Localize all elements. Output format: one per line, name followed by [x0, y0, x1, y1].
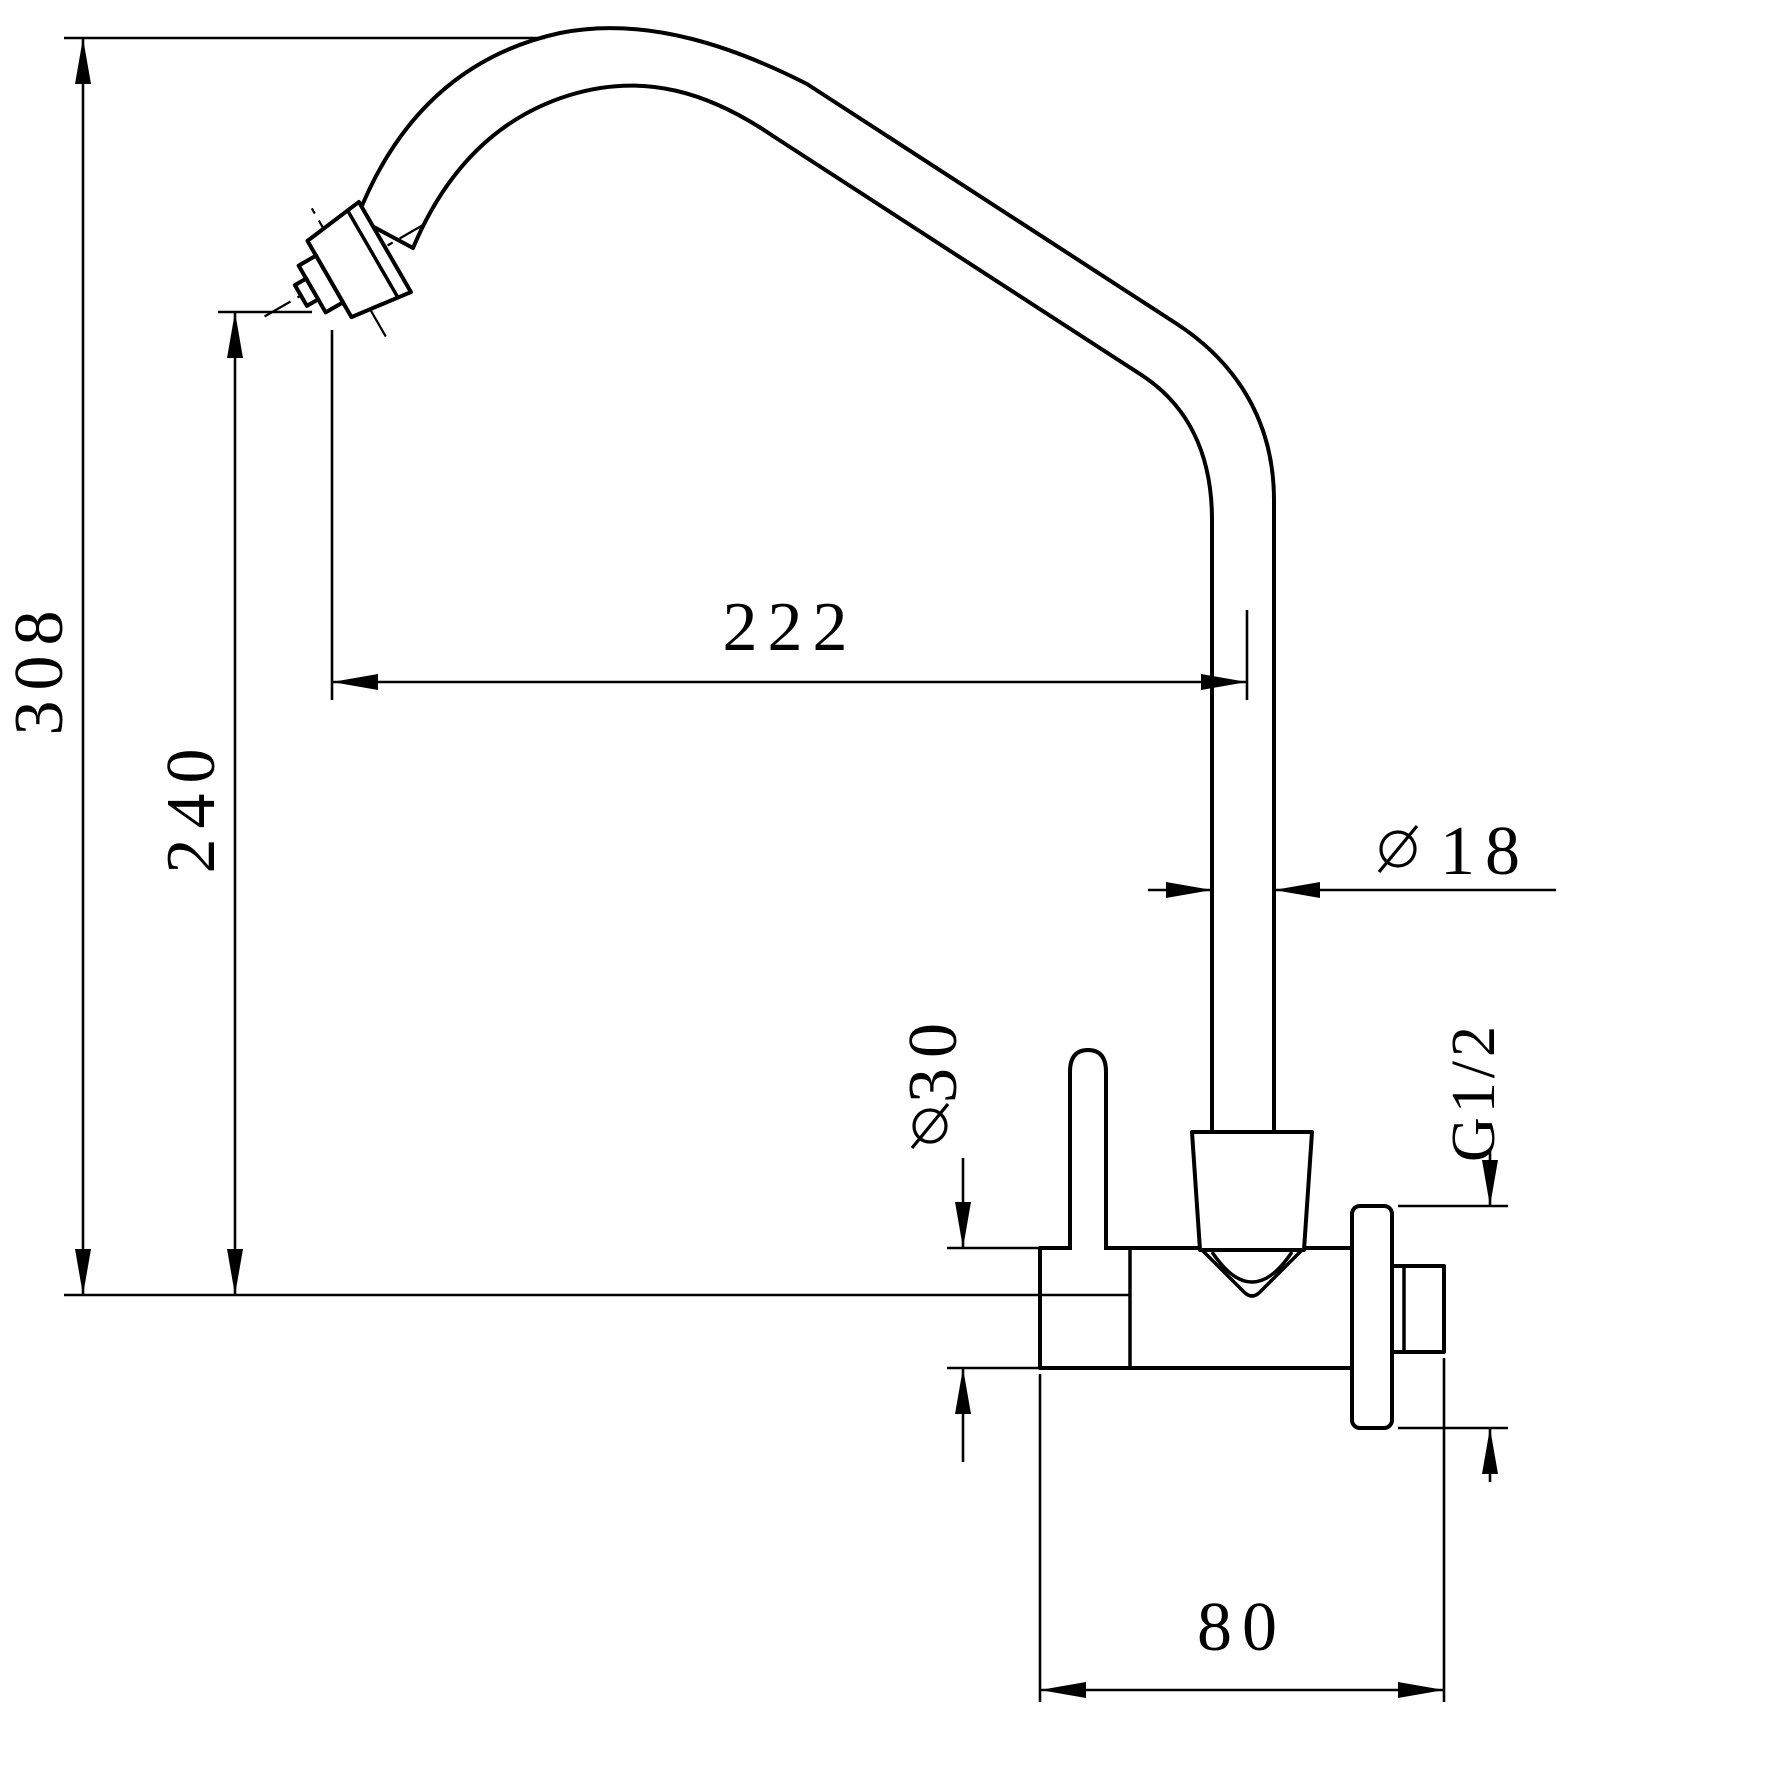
dim-222-arrow-left [332, 674, 378, 690]
nozzle-outlet [292, 276, 321, 308]
pipe-fitting [1190, 1130, 1314, 1298]
nozzle-collar-line [346, 209, 400, 299]
wall-flange [1350, 1204, 1394, 1430]
body-outline [1038, 1246, 1354, 1370]
dim-g12-arrow-lower [1482, 1428, 1498, 1474]
diameter-symbol-circle [912, 1108, 948, 1144]
dimension-inlet-thread: G1/2 [1398, 1022, 1508, 1482]
dimension-body-width: 80 [1038, 1358, 1446, 1702]
dim-308-arrow-top [75, 38, 91, 84]
dimension-body-diameter: 30 [895, 1013, 1050, 1462]
fitting-collar [1190, 1130, 1314, 1252]
nipple-outline [1390, 1264, 1446, 1354]
dim-80-arrow-left [1040, 1682, 1086, 1698]
diameter-symbol-circle [1379, 830, 1417, 868]
spout-tube-outline [355, 26, 1276, 1152]
nozzle-axis-centerline [257, 222, 427, 321]
dim-240-arrow-bottom [227, 1249, 243, 1295]
dim-label-308: 308 [1, 601, 78, 736]
dim-label-30: 30 [895, 1013, 972, 1103]
diameter-symbol-slash [910, 1102, 950, 1150]
dim-30-arrow-upper [955, 1202, 971, 1248]
flange-outline [1350, 1204, 1394, 1430]
dim-label-240: 240 [153, 739, 230, 874]
dim-18-arrow-left [1166, 882, 1212, 898]
dim-label-g12: G1/2 [1440, 1022, 1508, 1162]
fitting-dome-arc [1210, 1251, 1294, 1284]
dim-80-arrow-right [1398, 1682, 1444, 1698]
dim-g12-arrow-upper [1482, 1160, 1498, 1206]
dim-30-arrow-lower [955, 1368, 971, 1414]
diameter-icon [910, 1102, 950, 1150]
dim-label-18: 18 [1440, 813, 1530, 890]
diameter-symbol-slash [1377, 824, 1419, 874]
dim-240-arrow-top [227, 312, 243, 358]
dim-label-80: 80 [1197, 1589, 1287, 1666]
faucet-spout-tube [355, 26, 1276, 1152]
handle-rod [1068, 1048, 1108, 1250]
fitting-v-joint [1200, 1248, 1304, 1298]
nozzle-body [305, 199, 413, 320]
dimension-spout-reach: 222 [330, 330, 1249, 700]
thread-nipple [1390, 1264, 1446, 1354]
dimension-overall-height: 308 [1, 36, 1130, 1297]
diameter-icon [1377, 824, 1419, 874]
lever-handle [1068, 1048, 1108, 1250]
dimension-spout-outlet-height: 240 [153, 310, 312, 1295]
dimension-pipe-diameter: 18 [1148, 813, 1556, 898]
faucet-body [1038, 1246, 1354, 1370]
dim-222-arrow-right [1201, 674, 1247, 690]
spout-nozzle [257, 199, 427, 338]
dim-308-arrow-bottom [75, 1249, 91, 1295]
dim-18-arrow-right [1274, 882, 1320, 898]
dim-label-222: 222 [723, 589, 858, 666]
